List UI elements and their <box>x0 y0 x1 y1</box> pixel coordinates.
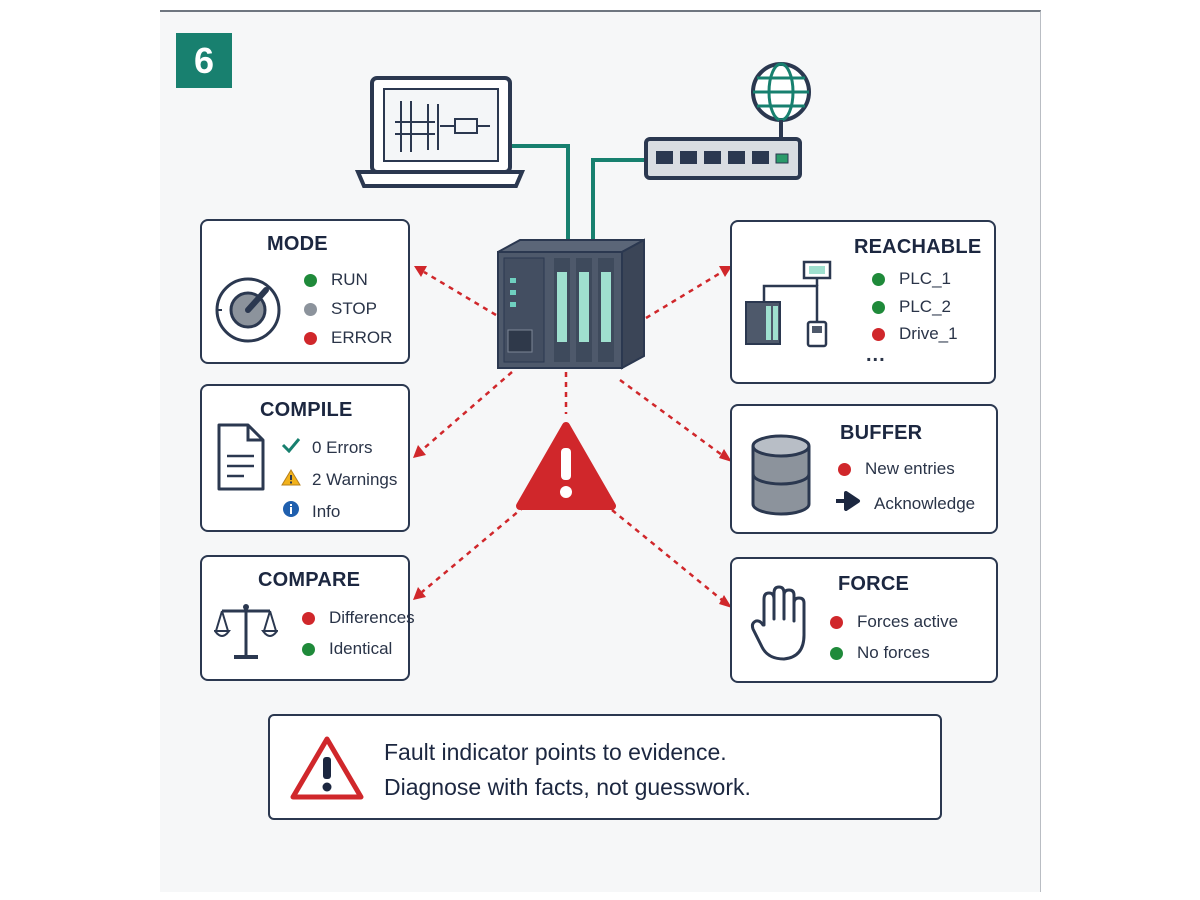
force-active-row: Forces active <box>830 612 958 632</box>
warning-icon <box>280 468 302 491</box>
compare-differences-label: Differences <box>329 608 415 627</box>
buffer-new-entries-label: New entries <box>865 459 955 478</box>
compare-card: COMPARE Differences Identical <box>200 555 415 681</box>
arrow-heads <box>413 266 732 608</box>
callout-line-1: Fault indicator points to evidence. <box>384 739 727 765</box>
switch-cable <box>591 158 648 240</box>
mode-error-row: ERROR <box>304 328 392 348</box>
reachable-title: REACHABLE <box>854 236 982 258</box>
mode-title: MODE <box>267 233 328 255</box>
document-icon <box>217 423 265 491</box>
buffer-card: BUFFER New entries Acknowledge <box>730 404 998 534</box>
reachable-drive1-row: Drive_1 <box>872 324 958 344</box>
mode-selector-dial-icon <box>215 277 281 343</box>
reachable-more: ... <box>866 344 886 366</box>
compile-warnings-row: 2 Warnings <box>280 468 397 491</box>
mode-stop-row: STOP <box>304 299 377 319</box>
network-devices-icon <box>745 260 832 348</box>
force-active-label: Forces active <box>857 612 959 631</box>
checkmark-icon <box>280 437 302 458</box>
buffer-title: BUFFER <box>840 422 923 444</box>
force-card: FORCE Forces active No forces <box>730 557 998 683</box>
reachable-plc2-label: PLC_2 <box>899 297 951 316</box>
compile-errors-label: 0 Errors <box>312 437 373 457</box>
force-none-row: No forces <box>830 643 930 663</box>
mode-card: MODE RUN STOP ERROR <box>200 219 410 364</box>
plc-controller-icon <box>497 238 645 370</box>
compare-identical-label: Identical <box>329 639 393 658</box>
compile-info-label: Info <box>312 501 341 521</box>
network-switch-icon <box>644 137 802 180</box>
compare-identical-row: Identical <box>302 639 392 659</box>
laptop-icon <box>354 76 526 188</box>
mode-run-label: RUN <box>331 270 368 289</box>
plc1-status-dot <box>872 272 885 286</box>
compile-title: COMPILE <box>260 399 353 421</box>
new-entries-status-dot <box>838 462 851 476</box>
buffer-acknowledge-label: Acknowledge <box>874 493 976 513</box>
run-status-dot <box>304 273 317 287</box>
mode-stop-label: STOP <box>331 299 377 318</box>
reachable-card: REACHABLE PLC_1 PLC_2 Drive_1 ... <box>730 220 996 384</box>
compare-differences-row: Differences <box>302 608 415 628</box>
warning-triangle-icon <box>290 736 364 800</box>
buffer-acknowledge-row: Acknowledge <box>834 491 975 516</box>
fault-indicator-icon <box>516 422 616 510</box>
error-status-dot <box>304 331 317 345</box>
buffer-new-entries-row: New entries <box>838 459 955 479</box>
plc2-status-dot <box>872 300 885 314</box>
drive1-status-dot <box>872 327 885 341</box>
compile-info-row: Info <box>280 500 340 523</box>
info-icon <box>280 500 302 523</box>
compile-card: COMPILE 0 Errors 2 Warnings Info <box>200 384 410 532</box>
reachable-drive1-label: Drive_1 <box>899 324 958 343</box>
database-icon <box>751 434 811 516</box>
balance-scale-icon <box>214 604 278 659</box>
arrow-right-icon <box>834 491 862 516</box>
forces-active-status-dot <box>830 615 843 629</box>
stop-status-dot <box>304 302 317 316</box>
force-none-label: No forces <box>857 643 930 662</box>
no-forces-status-dot <box>830 646 843 660</box>
force-title: FORCE <box>838 573 909 595</box>
summary-callout: Fault indicator points to evidence. Diag… <box>268 714 942 820</box>
compare-title: COMPARE <box>258 569 361 591</box>
differences-status-dot <box>302 611 315 625</box>
mode-error-label: ERROR <box>331 328 393 347</box>
fault-arrows <box>421 270 723 601</box>
reachable-plc1-label: PLC_1 <box>899 269 951 288</box>
laptop-cable <box>510 144 570 240</box>
callout-line-2: Diagnose with facts, not guesswork. <box>384 774 751 800</box>
step-number-badge: 6 <box>176 33 232 88</box>
reachable-plc2-row: PLC_2 <box>872 297 951 317</box>
mode-run-row: RUN <box>304 270 368 290</box>
compile-errors-row: 0 Errors <box>280 437 372 458</box>
compile-warnings-label: 2 Warnings <box>312 469 398 489</box>
reachable-plc1-row: PLC_1 <box>872 269 951 289</box>
hand-icon <box>750 585 806 661</box>
globe-icon <box>751 62 811 140</box>
identical-status-dot <box>302 642 315 656</box>
